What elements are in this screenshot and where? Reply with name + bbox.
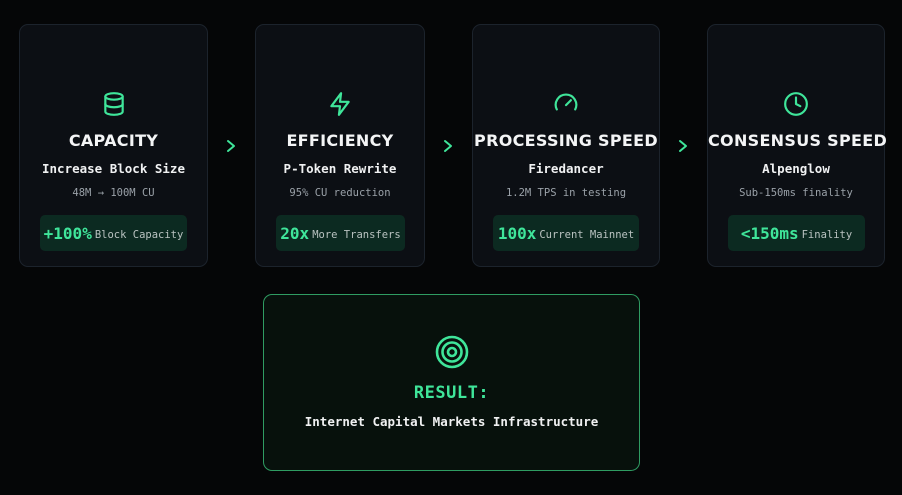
result-subtitle: Internet Capital Markets Infrastructure [304, 414, 599, 429]
metric-value: 20x [280, 223, 310, 243]
metric-label: Block Capacity [94, 228, 184, 241]
result-card: RESULT: Internet Capital Markets Infrast… [263, 294, 640, 471]
lightning-bolt-icon [256, 91, 424, 117]
step-card-efficiency: EFFICIENCY P-Token Rewrite 95% CU reduct… [255, 24, 425, 267]
chevron-right-icon [227, 140, 235, 152]
step-detail: 95% CU reduction [289, 187, 391, 199]
chevron-right-icon [444, 140, 452, 152]
metric-label: More Transfers [312, 228, 401, 241]
step-title: CONSENSUS SPEED [708, 131, 888, 150]
chevron-right-icon [679, 140, 687, 152]
clock-icon [708, 91, 884, 117]
metric-label: Finality [801, 228, 853, 241]
speedometer-icon [473, 91, 659, 117]
metric-label: Current Mainnet [539, 228, 635, 241]
step-detail: 48M → 100M CU [72, 187, 155, 199]
step-card-capacity: CAPACITY Increase Block Size 48M → 100M … [19, 24, 208, 267]
step-detail: 1.2M TPS in testing [505, 187, 627, 199]
step-subtitle: P-Token Rewrite [283, 161, 397, 176]
step-subtitle: Increase Block Size [42, 161, 185, 176]
metric-badge: 20x More Transfers [276, 215, 405, 251]
target-icon [264, 335, 639, 369]
step-subtitle: Alpenglow [762, 161, 830, 176]
metric-value: <150ms [740, 223, 799, 243]
metric-badge: 100x Current Mainnet [493, 215, 639, 251]
step-detail: Sub-150ms finality [739, 187, 853, 199]
step-title: CAPACITY [68, 131, 159, 150]
database-icon [20, 91, 207, 117]
step-title: PROCESSING SPEED [474, 131, 658, 150]
metric-value: 100x [497, 223, 537, 243]
step-card-consensus-speed: CONSENSUS SPEED Alpenglow Sub-150ms fina… [707, 24, 888, 267]
step-subtitle: Firedancer [528, 161, 604, 176]
result-title: RESULT: [413, 383, 490, 403]
metric-badge: <150ms Finality [728, 215, 865, 251]
metric-value: +100% [43, 223, 92, 243]
step-title: EFFICIENCY [286, 131, 394, 150]
metric-badge: +100% Block Capacity [40, 215, 187, 251]
step-card-processing-speed: PROCESSING SPEED Firedancer 1.2M TPS in … [472, 24, 660, 267]
